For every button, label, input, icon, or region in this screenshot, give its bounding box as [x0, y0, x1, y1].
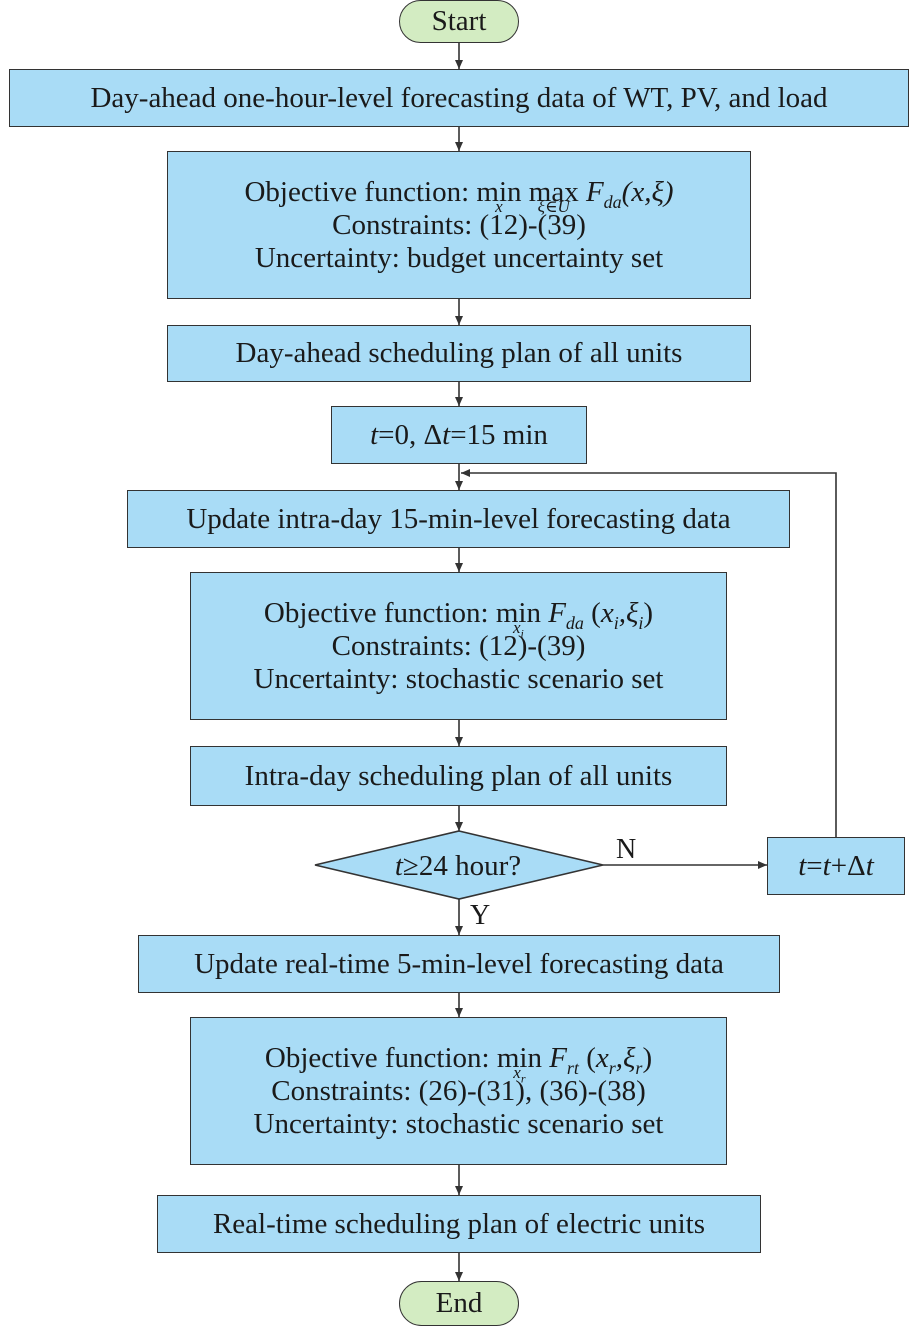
decision-text: t≥24 hour? — [394, 849, 522, 882]
arrow-loop-back — [461, 469, 837, 837]
time-increment-text: t=t+Δt — [798, 849, 874, 882]
start-label: Start — [431, 5, 487, 37]
real-time-plan-text: Real-time scheduling plan of electric un… — [212, 1207, 706, 1240]
init-time-text: t=0, Δt=15 min — [370, 418, 548, 451]
intra-day-plan-box: Intra-day scheduling plan of all units — [190, 746, 727, 806]
day-ahead-plan-text: Day-ahead scheduling plan of all units — [235, 337, 683, 369]
update-real-time-box: Update real-time 5-min-level forecasting… — [138, 935, 780, 993]
day-ahead-plan-box: Day-ahead scheduling plan of all units — [167, 325, 751, 382]
intra-day-constraints: Constraints: (12)-(39) — [331, 629, 586, 662]
update-real-time-text: Update real-time 5-min-level forecasting… — [194, 947, 724, 980]
intra-day-plan-text: Intra-day scheduling plan of all units — [244, 759, 673, 792]
time-increment-box: t=t+Δt — [767, 837, 905, 895]
real-time-plan-box: Real-time scheduling plan of electric un… — [157, 1195, 761, 1253]
update-intra-day-text: Update intra-day 15-min-level forecastin… — [186, 502, 731, 535]
day-ahead-forecast-box: Day-ahead one-hour-level forecasting dat… — [9, 69, 909, 127]
day-ahead-constraints: Constraints: (12)-(39) — [332, 208, 586, 241]
end-label: End — [435, 1287, 483, 1319]
real-time-uncertainty: Uncertainty: stochastic scenario set — [253, 1107, 664, 1140]
decision-diamond — [314, 830, 604, 900]
no-branch-label: N — [616, 834, 637, 865]
day-ahead-forecast-text: Day-ahead one-hour-level forecasting dat… — [90, 81, 828, 114]
day-ahead-uncertainty: Uncertainty: budget uncertainty set — [254, 241, 664, 274]
yes-branch-label: Y — [470, 900, 491, 931]
start-terminal: Start — [399, 0, 519, 43]
init-time-box: t=0, Δt=15 min — [331, 406, 587, 464]
update-intra-day-box: Update intra-day 15-min-level forecastin… — [127, 490, 790, 548]
end-terminal: End — [399, 1281, 519, 1326]
real-time-constraints: Constraints: (26)-(31), (36)-(38) — [271, 1074, 646, 1107]
intra-day-uncertainty: Uncertainty: stochastic scenario set — [253, 662, 664, 695]
